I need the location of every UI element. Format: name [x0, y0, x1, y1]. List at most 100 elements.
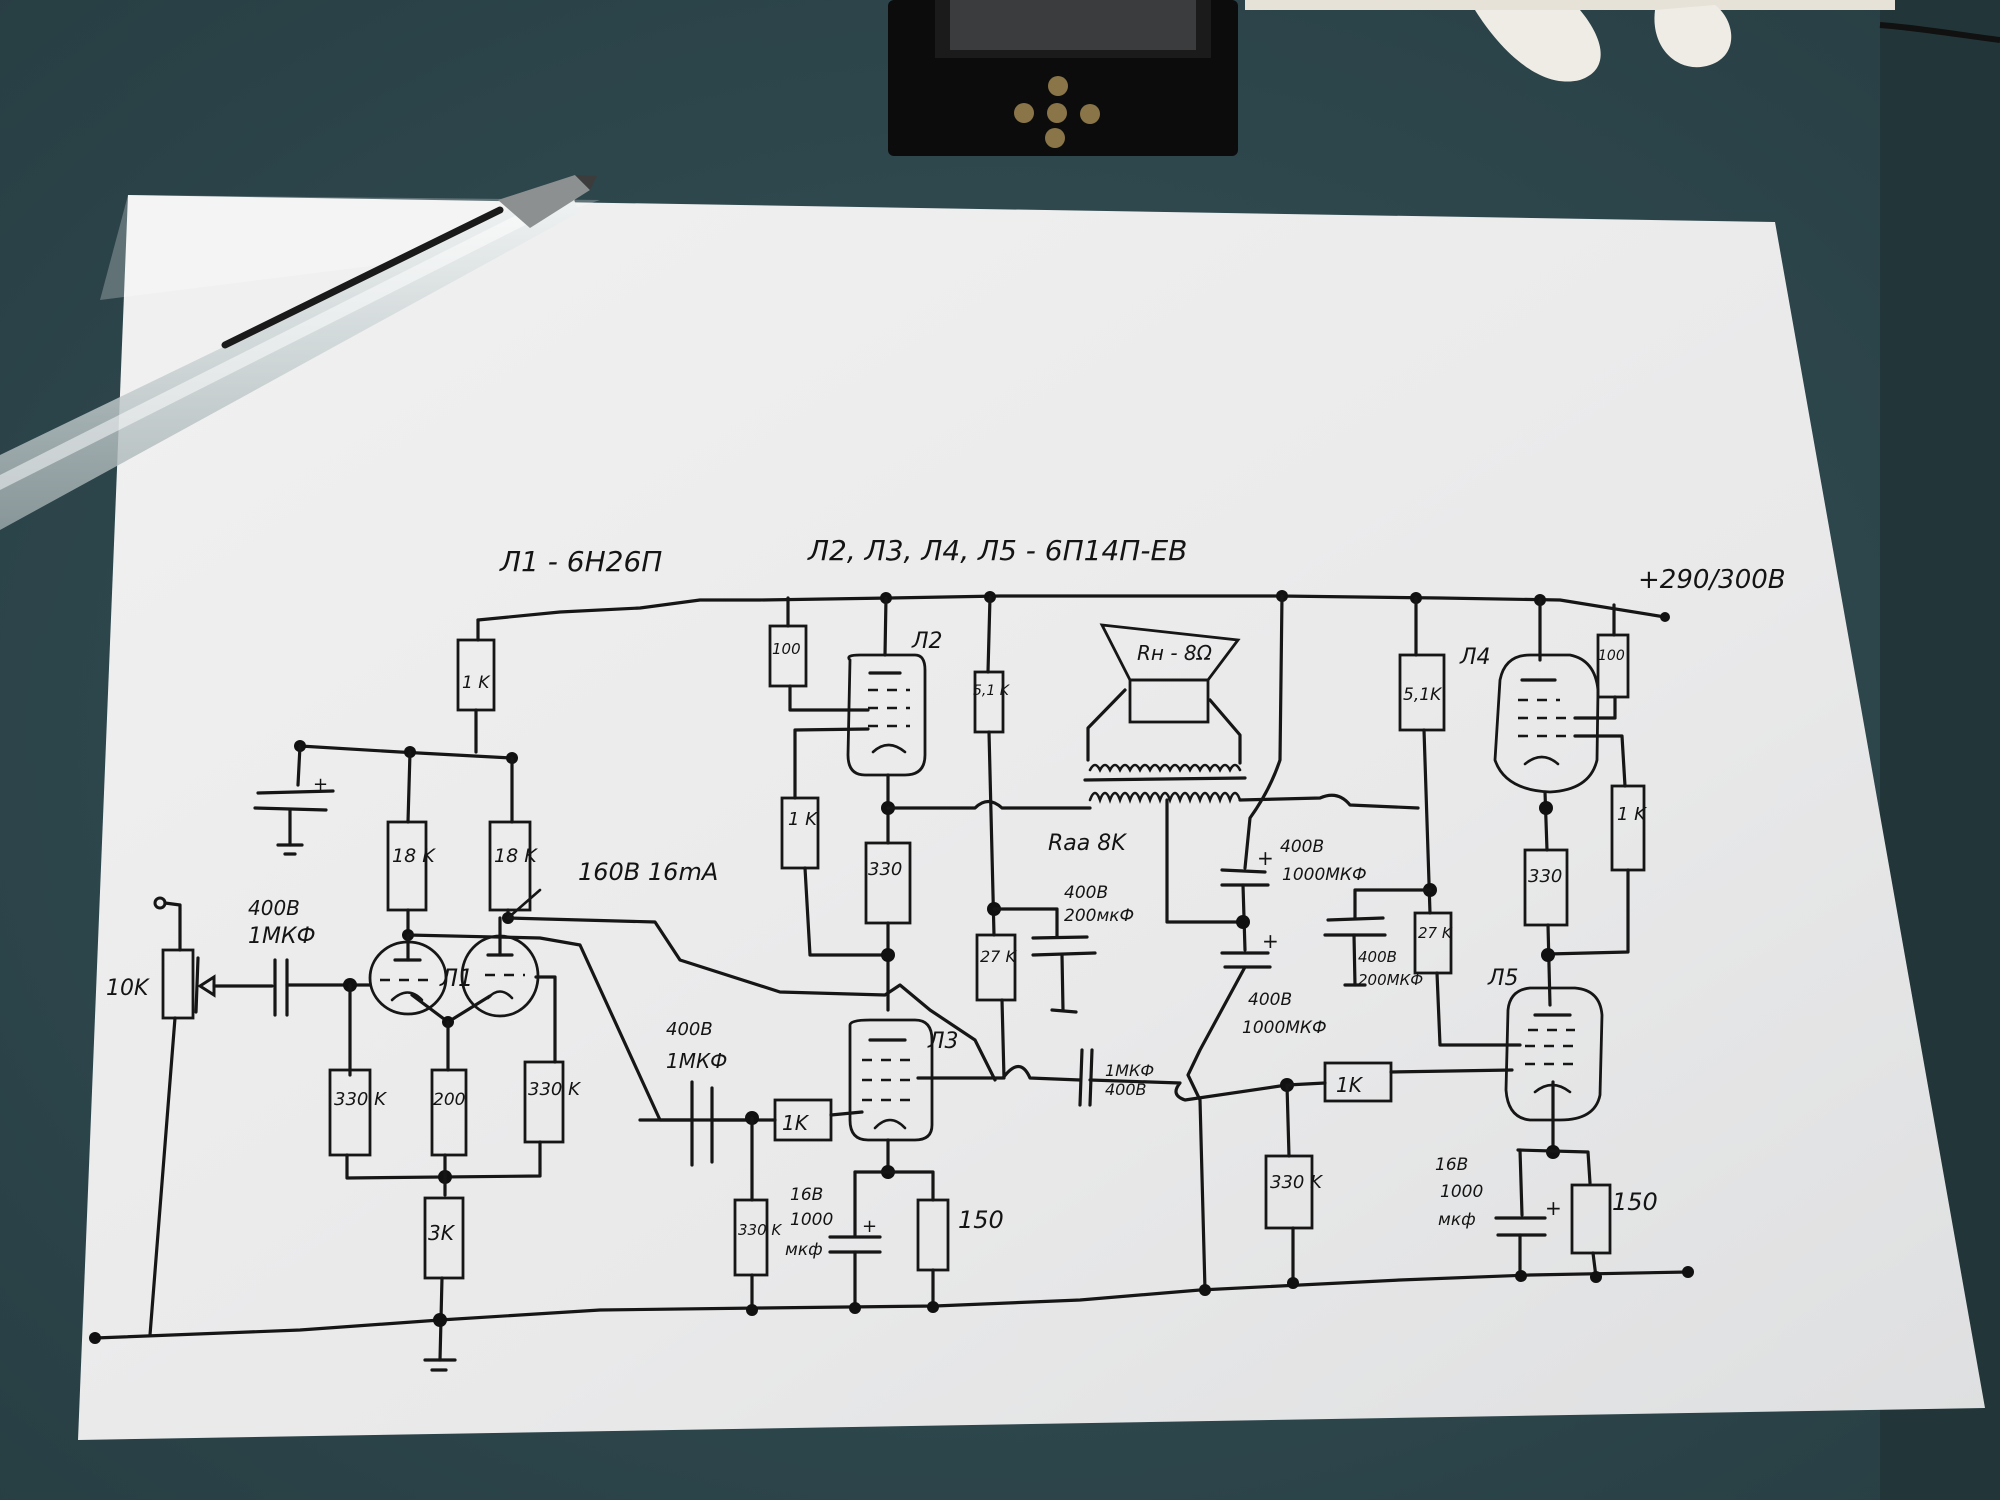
wire [788, 684, 870, 712]
speaker-magnet [1128, 678, 1210, 724]
device-button-down [1045, 128, 1065, 148]
capacitor-label: 16В [790, 1185, 823, 1205]
capacitor-label: 1МКФ [1105, 1061, 1154, 1080]
wire [992, 907, 1059, 939]
resistor-label: 1K [1336, 1073, 1364, 1097]
capacitor-label: 400В [1248, 990, 1292, 1010]
ground-terminal[interactable] [89, 1332, 101, 1344]
resistor-label: 1K [782, 1111, 810, 1135]
wire [1060, 953, 1065, 1012]
wire [148, 1016, 177, 1337]
capacitor-plate [1326, 916, 1385, 922]
junction-dot [881, 948, 895, 962]
plus-sign: + [862, 1216, 877, 1237]
tube-cathode [871, 743, 907, 754]
wire [1435, 971, 1522, 1047]
resistor-label: 150 [1612, 1188, 1658, 1216]
tube-label-l2: Л2 [911, 629, 943, 654]
wire [1573, 734, 1627, 788]
earbuds [1245, 0, 2000, 82]
capacitor-label: 400В [1064, 883, 1108, 903]
plus-sign: + [1262, 929, 1279, 953]
device-button-up [1048, 76, 1068, 96]
tube-cathode [390, 991, 424, 1002]
wire [1516, 1148, 1592, 1185]
paper-sheet [78, 195, 1985, 1440]
capacitor-label: 200МКФ [1358, 971, 1423, 989]
resistor-label: 18 K [392, 845, 436, 867]
capacitor-label: 400В [1105, 1080, 1147, 1099]
plus-sign: + [313, 774, 328, 795]
junction-dot [927, 1301, 939, 1313]
resistor-label: 330 [868, 859, 902, 880]
wire [803, 866, 887, 957]
capacitor-label: 1000МКФ [1282, 865, 1367, 885]
resistor-label: 100 [1598, 648, 1625, 664]
junction-dot [1515, 1270, 1527, 1282]
wire [987, 730, 996, 937]
tube-l3 [848, 1018, 934, 1142]
resistor-label: 330 K [738, 1221, 782, 1239]
resistor-label: 330 K [528, 1079, 581, 1100]
wire [1543, 790, 1549, 852]
resistor-label: 18 K [494, 845, 538, 867]
transformer-primary [1088, 791, 1242, 804]
junction-dot [1236, 915, 1250, 929]
ground-symbol [1050, 1008, 1078, 1014]
junction-dot [1199, 1284, 1211, 1296]
capacitor-label: 1000 [1440, 1182, 1483, 1202]
resistor-label: 5,1 K [973, 683, 1011, 699]
wire [853, 1170, 935, 1202]
capacitor-label: 200мкФ [1064, 906, 1134, 926]
capacitor-plate [1088, 1048, 1094, 1107]
capacitor-plate [1078, 1048, 1084, 1107]
resistor-330k-b [523, 1060, 565, 1144]
tube-note-l2-l5: Л2, Л3, Л4, Л5 - 6П14П-ЕВ [807, 534, 1187, 567]
device-button-right [1080, 104, 1100, 124]
capacitor-label: мкф [785, 1240, 823, 1260]
resistor-label: 27 K [980, 947, 1017, 966]
resistor-label: 100 [772, 640, 801, 658]
resistor-label: 1 K [788, 809, 818, 830]
capacitor-label: 1000МКФ [1242, 1018, 1327, 1038]
resistor-18k-b [488, 820, 532, 912]
tube-label-l5: Л5 [1487, 966, 1519, 991]
device-button-center [1047, 103, 1067, 123]
wire [916, 1064, 1082, 1082]
resistor-27k-b [1413, 911, 1453, 975]
tube-label-l4: Л4 [1459, 645, 1491, 670]
resistor-150-l5 [1570, 1183, 1612, 1255]
wire [1518, 1148, 1524, 1217]
capacitor-label: 400В [248, 896, 300, 920]
wire [194, 956, 200, 1014]
wire [1353, 888, 1432, 920]
resistor-330k-a [328, 1068, 372, 1157]
wire [793, 727, 870, 800]
wire [1546, 923, 1552, 1007]
resistor-3k [423, 1196, 465, 1280]
resistor-330k-l5 [1264, 1154, 1314, 1230]
resistor-label: 150 [958, 1206, 1004, 1234]
resistor-label: 200 [433, 1090, 465, 1110]
wire [1238, 793, 1420, 810]
wire [1285, 1083, 1291, 1158]
plus-sign: + [1545, 1196, 1562, 1220]
transformer-core [1083, 776, 1247, 782]
resistor-5k1-b [1398, 653, 1446, 732]
wire [1000, 998, 1006, 1080]
resistor-200 [430, 1068, 468, 1157]
resistor-100-l2 [768, 624, 808, 688]
resistor-label: 27 K [1418, 924, 1453, 942]
potentiometer-10k[interactable] [161, 948, 195, 1020]
resistor-330-l4 [1523, 848, 1569, 927]
junction-dot [1539, 801, 1553, 815]
rail-terminal[interactable] [1660, 612, 1670, 622]
capacitor-plate [1031, 951, 1097, 957]
tube-label-l1: Л1 [439, 964, 473, 992]
capacitor-label: мкф [1438, 1210, 1476, 1230]
wire [296, 744, 302, 787]
resistor-27k-a [975, 933, 1017, 1002]
wire [1573, 695, 1617, 720]
output-terminal[interactable] [1682, 1266, 1694, 1278]
resistor-label: 1 K [1617, 804, 1647, 825]
